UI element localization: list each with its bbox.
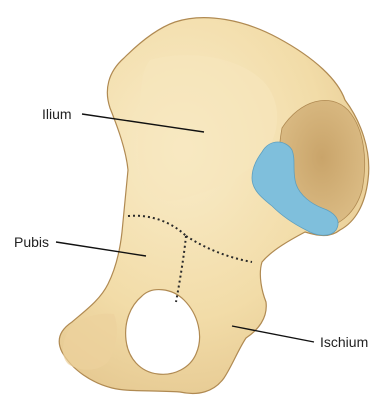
ilium-label: Ilium: [42, 106, 72, 122]
pubis-label: Pubis: [14, 234, 49, 250]
ischium-label: Ischium: [320, 334, 368, 350]
